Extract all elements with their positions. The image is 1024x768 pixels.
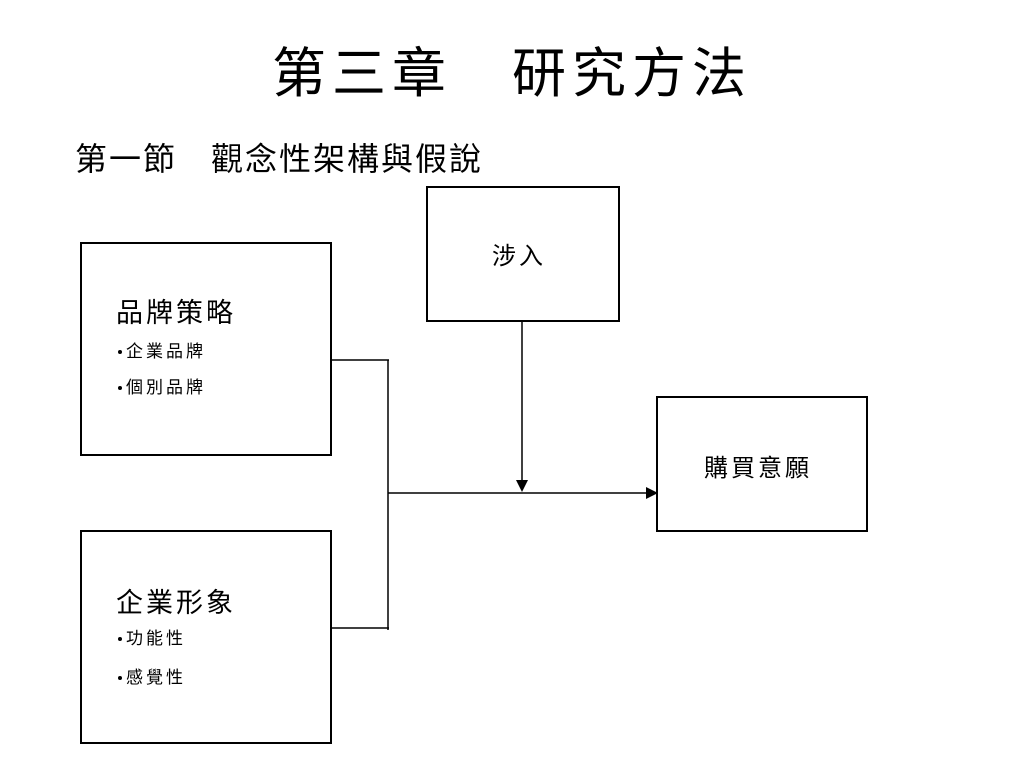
brand-strategy-box: 品牌策略 企業品牌 個別品牌 bbox=[80, 242, 332, 456]
brand-strategy-title: 品牌策略 bbox=[116, 298, 236, 329]
corporate-image-box: 企業形象 功能性 感覺性 bbox=[80, 530, 332, 744]
corporate-image-item-label: 感覺性 bbox=[126, 668, 186, 688]
brand-strategy-item-label: 個別品牌 bbox=[126, 378, 206, 398]
arrowhead-involvement bbox=[516, 480, 528, 492]
bullet-icon bbox=[118, 636, 122, 641]
corporate-image-title: 企業形象 bbox=[116, 588, 236, 619]
involvement-box: 涉入 bbox=[426, 186, 620, 322]
brand-strategy-item-label: 企業品牌 bbox=[126, 342, 206, 362]
section-title: 第一節 觀念性架構與假說 bbox=[75, 140, 484, 178]
chapter-title: 第三章 研究方法 bbox=[272, 42, 752, 105]
corporate-image-item: 感覺性 bbox=[118, 666, 186, 690]
brand-strategy-item: 企業品牌 bbox=[118, 340, 206, 364]
involvement-title: 涉入 bbox=[492, 242, 546, 270]
bullet-icon bbox=[118, 349, 122, 354]
corporate-image-item-label: 功能性 bbox=[126, 629, 186, 649]
corporate-image-item: 功能性 bbox=[118, 627, 186, 651]
purchase-intention-box: 購買意願 bbox=[656, 396, 868, 532]
bullet-icon bbox=[118, 385, 122, 390]
brand-strategy-item: 個別品牌 bbox=[118, 376, 206, 400]
bullet-icon bbox=[118, 675, 122, 680]
purchase-intention-title: 購買意願 bbox=[704, 454, 812, 482]
